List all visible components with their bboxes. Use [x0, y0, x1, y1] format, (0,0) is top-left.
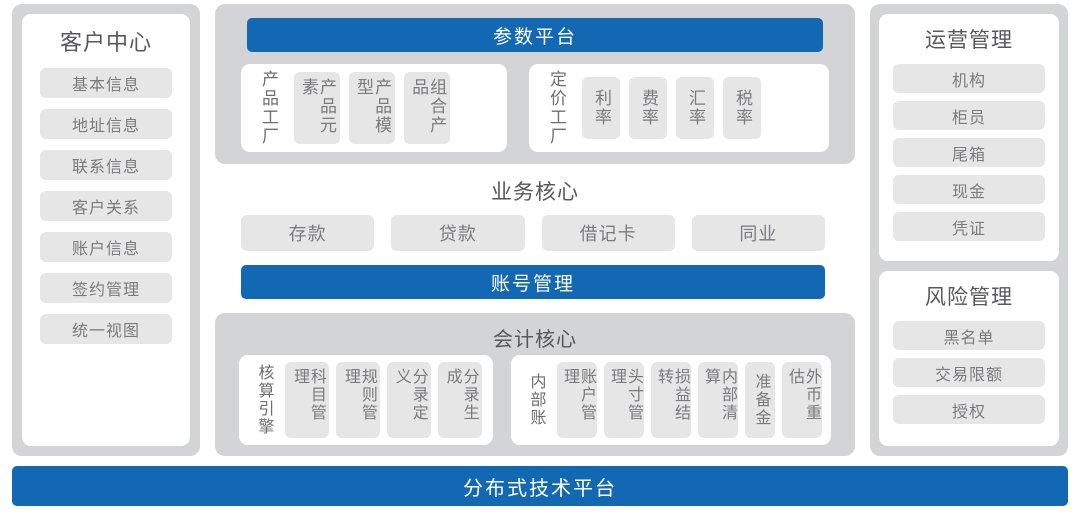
customer-center-item-address-info[interactable]: 地址信息 [40, 109, 172, 139]
pricing-factory-group: 定价工厂 利率 费率 汇率 税率 [529, 64, 829, 152]
internal-ledger-item-internal-settlement[interactable]: 内部清算 [698, 362, 738, 438]
internal-ledger-item-account-management[interactable]: 账户管理 [557, 362, 597, 438]
right-side-panel: 运营管理 机构 柜员 尾箱 现金 凭证 风险管理 黑名单 交易限额 授权 [870, 4, 1068, 456]
operations-management-item-cash[interactable]: 现金 [893, 175, 1045, 204]
operations-management-item-teller[interactable]: 柜员 [893, 101, 1045, 130]
customer-center-item-contact-info[interactable]: 联系信息 [40, 150, 172, 180]
operations-management-item-institution[interactable]: 机构 [893, 64, 1045, 93]
internal-ledger-item-profit-loss-carryover[interactable]: 损益结转 [651, 362, 691, 438]
accounting-engine-group: 核算引擎 科目管理 规则管理 分录定义 分录生成 [239, 355, 493, 445]
parameter-platform-panel: 参数平台 产品工厂 产品元素 产品模型 组合产品 定价工厂 利率 费率 汇率 税… [215, 4, 855, 164]
product-factory-group: 产品工厂 产品元素 产品模型 组合产品 [241, 64, 507, 152]
internal-ledger-item-position-management[interactable]: 头寸管理 [604, 362, 644, 438]
parameter-platform-groups: 产品工厂 产品元素 产品模型 组合产品 定价工厂 利率 费率 汇率 税率 [241, 64, 829, 152]
pricing-factory-item-tax-rate[interactable]: 税率 [723, 77, 761, 139]
product-factory-item-product-model[interactable]: 产品模型 [349, 72, 396, 144]
product-factory-item-product-element[interactable]: 产品元素 [294, 72, 341, 144]
risk-management-title: 风险管理 [925, 286, 1013, 309]
customer-center-item-basic-info[interactable]: 基本信息 [40, 68, 172, 98]
risk-management-item-list: 黑名单 交易限额 授权 [879, 321, 1059, 424]
customer-center-item-customer-relation[interactable]: 客户关系 [40, 191, 172, 221]
accounting-engine-label: 核算引擎 [255, 364, 273, 436]
customer-center-item-account-info[interactable]: 账户信息 [40, 232, 172, 262]
business-core-item-loan[interactable]: 贷款 [391, 215, 525, 251]
parameter-platform-title-bar[interactable]: 参数平台 [247, 18, 823, 52]
operations-management-item-list: 机构 柜员 尾箱 现金 凭证 [879, 64, 1059, 241]
accounting-core-groups: 核算引擎 科目管理 规则管理 分录定义 分录生成 内部账 账户管理 头寸管理 损… [239, 355, 831, 445]
risk-management-item-blacklist[interactable]: 黑名单 [893, 321, 1045, 350]
customer-center-panel: 客户中心 基本信息 地址信息 联系信息 客户关系 账户信息 签约管理 统一视图 [12, 4, 200, 456]
internal-ledger-label: 内部账 [527, 373, 545, 427]
business-core-title: 业务核心 [491, 181, 579, 204]
risk-management-item-transaction-limit[interactable]: 交易限额 [893, 358, 1045, 387]
account-management-bar[interactable]: 账号管理 [241, 265, 825, 299]
accounting-engine-item-entry-generation[interactable]: 分录生成 [437, 362, 482, 438]
product-factory-label: 产品工厂 [259, 70, 279, 146]
customer-center-card: 客户中心 基本信息 地址信息 联系信息 客户关系 账户信息 签约管理 统一视图 [22, 14, 190, 446]
pricing-factory-item-interest-rate[interactable]: 利率 [582, 77, 620, 139]
accounting-engine-item-entry-definition[interactable]: 分录定义 [386, 362, 431, 438]
customer-center-item-list: 基本信息 地址信息 联系信息 客户关系 账户信息 签约管理 统一视图 [22, 68, 190, 344]
operations-management-item-cash-box[interactable]: 尾箱 [893, 138, 1045, 167]
customer-center-item-contract-management[interactable]: 签约管理 [40, 273, 172, 303]
accounting-core-panel: 会计核心 核算引擎 科目管理 规则管理 分录定义 分录生成 内部账 账户管理 头… [215, 313, 855, 456]
internal-ledger-item-foreign-currency-revaluation[interactable]: 外币重估 [782, 362, 822, 438]
business-core-item-list: 存款 贷款 借记卡 同业 [241, 215, 825, 251]
operations-management-title: 运营管理 [925, 29, 1013, 52]
operations-management-card: 运营管理 机构 柜员 尾箱 现金 凭证 [879, 14, 1059, 261]
internal-ledger-group: 内部账 账户管理 头寸管理 损益结转 内部清算 准备金 外币重估 [511, 355, 831, 445]
business-core-item-deposit[interactable]: 存款 [241, 215, 375, 251]
accounting-core-title: 会计核心 [493, 329, 577, 351]
technology-platform-bar[interactable]: 分布式技术平台 [12, 466, 1068, 506]
internal-ledger-item-reserve-fund[interactable]: 准备金 [745, 362, 775, 438]
accounting-engine-item-rule-management[interactable]: 规则管理 [335, 362, 380, 438]
accounting-engine-item-subject-management[interactable]: 科目管理 [285, 362, 329, 438]
pricing-factory-item-fee-rate[interactable]: 费率 [629, 77, 667, 139]
product-factory-item-composite-product[interactable]: 组合产品 [404, 72, 451, 144]
customer-center-item-unified-view[interactable]: 统一视图 [40, 314, 172, 344]
risk-management-card: 风险管理 黑名单 交易限额 授权 [879, 271, 1059, 446]
pricing-factory-label: 定价工厂 [547, 70, 567, 146]
operations-management-item-voucher[interactable]: 凭证 [893, 212, 1045, 241]
pricing-factory-item-exchange-rate[interactable]: 汇率 [676, 77, 714, 139]
business-core-item-debit-card[interactable]: 借记卡 [541, 215, 675, 251]
risk-management-item-authorization[interactable]: 授权 [893, 395, 1045, 424]
customer-center-title: 客户中心 [59, 30, 152, 55]
business-core-item-interbank[interactable]: 同业 [691, 215, 825, 251]
